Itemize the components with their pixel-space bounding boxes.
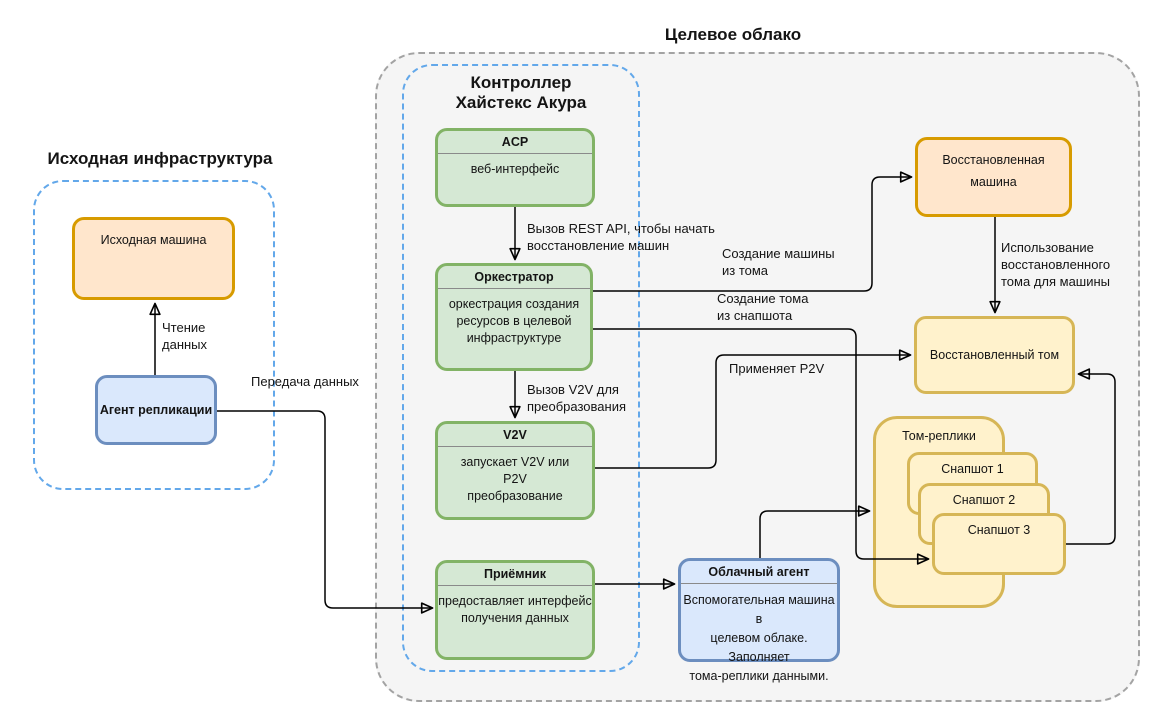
edge-label-transfer-data: Передача данных xyxy=(251,374,359,389)
node-snapshot-1-label: Снапшот 1 xyxy=(941,462,1004,476)
edge-label-line: Вызов V2V для xyxy=(527,382,619,397)
edge-label-create-volume: Создание тома из снапшота xyxy=(717,290,808,324)
edge-label-line: тома для машины xyxy=(1001,274,1111,289)
edge-label-line: преобразования xyxy=(527,399,627,414)
edge-label-v2v-call: Вызов V2V для преобразования xyxy=(527,381,626,415)
edge-label-line: Использование xyxy=(1001,240,1094,255)
node-receiver: Приёмник предоставляет интерфейс получен… xyxy=(435,560,595,660)
edge-label-line: Чтение xyxy=(162,320,206,335)
node-cloud-agent-title: Облачный агент xyxy=(681,561,837,584)
node-orchestrator: Оркестратор оркестрация создания ресурсо… xyxy=(435,263,593,371)
node-acp-title: ACP xyxy=(438,131,592,154)
node-snapshot-3: Снапшот 3 xyxy=(932,513,1066,575)
node-cloud-agent-body-line: тома-реплики данными. xyxy=(689,669,829,683)
node-receiver-body-line: предоставляет интерфейс xyxy=(438,594,592,608)
node-restored-machine: Восстановленная машина xyxy=(915,137,1072,217)
node-v2v-title: V2V xyxy=(438,424,592,447)
node-acp: ACP веб-интерфейс xyxy=(435,128,595,207)
controller-title-line1: Контроллер xyxy=(470,73,572,92)
controller-title: Контроллер Хайстекс Акура xyxy=(402,73,640,113)
edge-label-create-machine: Создание машины из тома xyxy=(722,245,835,279)
controller-title-line2: Хайстекс Акура xyxy=(455,93,587,112)
edge-label-line: из тома xyxy=(722,263,769,278)
node-v2v-body: запускает V2V или P2V преобразование xyxy=(438,447,592,505)
edge-label-apply-p2v: Применяет P2V xyxy=(729,361,825,376)
node-orchestrator-body-line: инфраструктуре xyxy=(466,331,562,345)
node-snapshot-2-label: Снапшот 2 xyxy=(952,493,1016,507)
edge-label-use-restored-volume: Использование восстановленного тома для … xyxy=(1001,239,1110,290)
node-receiver-body: предоставляет интерфейс получения данных xyxy=(438,586,592,627)
edge-label-line: Создание машины xyxy=(722,246,835,261)
edge-label-line: из снапшота xyxy=(717,308,793,323)
edge-label-rest-api-call: Вызов REST API, чтобы начать восстановле… xyxy=(527,220,715,254)
node-orchestrator-body-line: оркестрация создания xyxy=(448,297,580,311)
node-snapshot-3-label: Снапшот 3 xyxy=(967,523,1031,537)
node-source-machine-label: Исходная машина xyxy=(100,233,207,247)
edge-label-line: Вызов REST API, чтобы начать xyxy=(527,221,715,236)
node-volume-replicas-label: Том-реплики xyxy=(902,429,976,443)
node-v2v-body-line: преобразование xyxy=(467,489,563,503)
node-v2v: V2V запускает V2V или P2V преобразование xyxy=(435,421,595,520)
node-orchestrator-title: Оркестратор xyxy=(438,266,590,289)
node-v2v-body-line: запускает V2V или xyxy=(460,455,570,469)
node-cloud-agent: Облачный агент Вспомогательная машина в … xyxy=(678,558,840,683)
node-source-machine: Исходная машина xyxy=(72,217,235,300)
edge-label-read-data: Чтение данных xyxy=(162,319,207,353)
node-replication-agent-label: Агент репликации xyxy=(99,403,213,417)
edge-label-line: Создание тома xyxy=(717,291,809,306)
node-acp-body: веб-интерфейс xyxy=(438,154,592,178)
node-v2v-body-line: P2V xyxy=(503,472,527,486)
edge-label-line: восстановление машин xyxy=(527,238,670,253)
node-cloud-agent-body-line: целевом облаке. Заполняет xyxy=(710,631,808,664)
node-orchestrator-body: оркестрация создания ресурсов в целевой … xyxy=(438,289,590,347)
node-restored-machine-label-line1: Восстановленная xyxy=(942,153,1045,167)
target-cloud-title: Целевое облако xyxy=(664,25,802,44)
source-infra-title: Исходная инфраструктура xyxy=(47,149,273,168)
node-receiver-body-line: получения данных xyxy=(461,611,569,625)
node-restored-volume-label: Восстановленный том xyxy=(929,348,1060,362)
node-receiver-title: Приёмник xyxy=(438,563,592,586)
node-cloud-agent-body: Вспомогательная машина в целевом облаке.… xyxy=(681,584,837,686)
node-replication-agent: Агент репликации xyxy=(95,375,217,445)
edge-label-line: восстановленного xyxy=(1001,257,1111,272)
node-cloud-agent-body-line: Вспомогательная машина в xyxy=(683,593,835,626)
edge-label-line: данных xyxy=(162,337,208,352)
node-acp-body-line: веб-интерфейс xyxy=(470,162,560,176)
node-restored-machine-label-line2: машина xyxy=(970,175,1017,189)
node-orchestrator-body-line: ресурсов в целевой xyxy=(456,314,572,328)
node-restored-volume: Восстановленный том xyxy=(914,316,1075,394)
